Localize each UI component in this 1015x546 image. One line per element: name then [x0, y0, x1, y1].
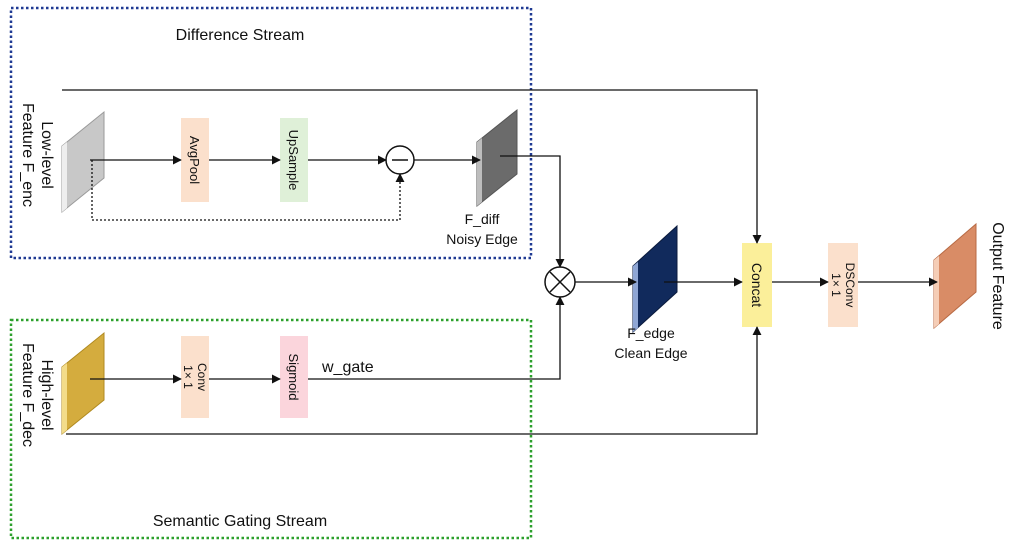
sigmoid-block: Sigmoid — [280, 336, 308, 418]
svg-text:AvgPool: AvgPool — [187, 136, 202, 184]
difference-stream-box — [9, 6, 533, 260]
low-level-input-label: Low-level Feature F_enc — [19, 103, 55, 207]
svg-text:1× 1: 1× 1 — [181, 365, 195, 389]
connector-lines — [62, 89, 938, 435]
f-diff-feature-plate — [476, 108, 518, 208]
high-level-input-label: High-level Feature F_dec — [19, 343, 55, 447]
svg-text:High-level: High-level — [38, 359, 55, 430]
output-feature-plate — [933, 222, 977, 330]
f-diff-label: F_diff — [465, 211, 500, 227]
svg-text:Concat: Concat — [749, 263, 765, 307]
svg-text:DSConv: DSConv — [843, 263, 857, 308]
svg-text:Feature F_enc: Feature F_enc — [19, 103, 36, 207]
f-edge-sublabel: Clean Edge — [614, 345, 687, 361]
f-diff-sublabel: Noisy Edge — [446, 231, 518, 247]
f-edge-label: F_edge — [627, 325, 675, 341]
svg-text:Output Feature: Output Feature — [989, 222, 1006, 330]
semantic-stream-title: Semantic Gating Stream — [153, 513, 327, 530]
dsconv-block: DSConv 1× 1 — [828, 243, 858, 327]
svg-text:Conv: Conv — [195, 363, 209, 391]
svg-text:1× 1: 1× 1 — [829, 273, 843, 297]
f-edge-feature-plate — [632, 224, 678, 334]
svg-text:Sigmoid: Sigmoid — [286, 354, 301, 401]
w-gate-label: w_gate — [321, 359, 374, 376]
multiply-node — [544, 266, 576, 298]
subtract-node — [385, 145, 415, 175]
svg-text:Feature F_dec: Feature F_dec — [19, 343, 36, 447]
difference-stream-title: Difference Stream — [176, 27, 305, 44]
upsample-block: UpSample — [280, 118, 308, 202]
svg-text:UpSample: UpSample — [286, 130, 301, 191]
concat-block: Concat — [742, 243, 772, 327]
avgpool-block: AvgPool — [181, 118, 209, 202]
svg-text:Low-level: Low-level — [38, 121, 55, 189]
low-level-feature-plate — [61, 110, 105, 214]
high-level-feature-plate — [61, 331, 105, 436]
conv-block: Conv 1× 1 — [181, 336, 209, 418]
output-feature-label: Output Feature — [989, 222, 1006, 330]
semantic-stream-box — [9, 318, 533, 540]
